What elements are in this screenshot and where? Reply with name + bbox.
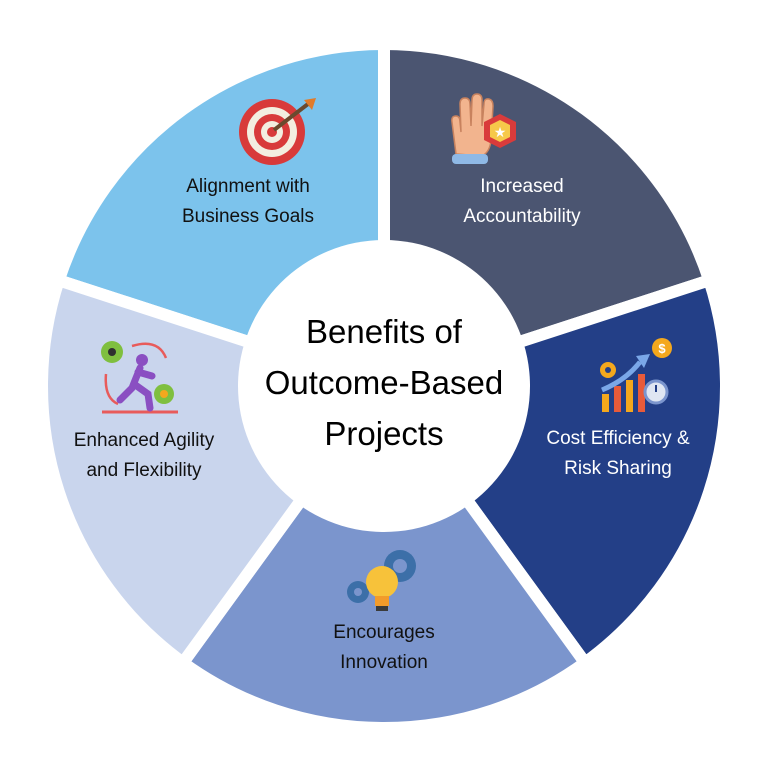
segment-label-innovation: Encourages Innovation	[274, 618, 494, 678]
center-title: Benefits of Outcome-Based Projects	[234, 306, 534, 459]
segment-label-cost-efficiency: Cost Efficiency & Risk Sharing	[508, 424, 728, 484]
title-line-2: Outcome-Based	[264, 364, 504, 401]
segment-label-agility: Enhanced Agility and Flexibility	[34, 426, 254, 486]
svg-text:★: ★	[494, 125, 507, 141]
svg-text:$: $	[658, 341, 666, 356]
center-circle	[238, 240, 530, 532]
label-line: Encourages	[333, 622, 435, 643]
label-line: and Flexibility	[86, 460, 202, 481]
lightbulb-gears-icon	[347, 550, 416, 611]
label-line: Business Goals	[181, 206, 314, 227]
title-line-1: Benefits of	[306, 313, 462, 350]
segment-label-accountability: Increased Accountability	[412, 172, 632, 232]
label-line: Accountability	[463, 206, 581, 227]
target-icon	[239, 98, 316, 165]
label-line: Innovation	[340, 652, 428, 673]
label-line: Increased	[480, 176, 564, 197]
label-line: Cost Efficiency &	[546, 428, 690, 449]
label-line: Risk Sharing	[564, 458, 672, 479]
title-line-3: Projects	[324, 415, 444, 452]
growth-chart-icon: $	[600, 338, 672, 412]
segment-label-alignment: Alignment with Business Goals	[138, 172, 358, 232]
agile-runner-icon	[101, 341, 178, 414]
segment-innovation	[176, 380, 592, 734]
label-line: Alignment with	[186, 176, 310, 197]
raised-hand-icon: ★	[451, 93, 516, 164]
label-line: Enhanced Agility	[73, 430, 215, 451]
